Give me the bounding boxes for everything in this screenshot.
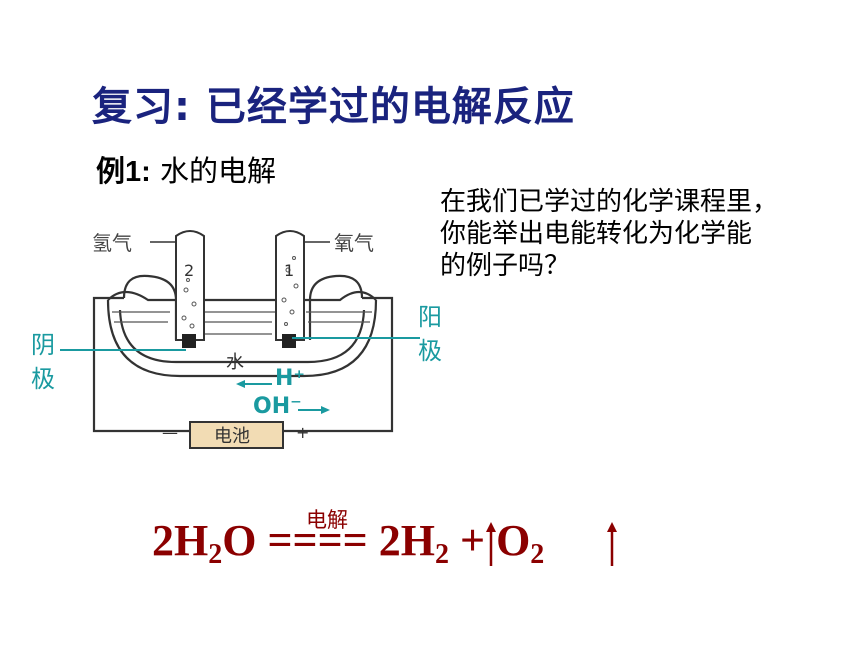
ion-h-label: H⁺ xyxy=(275,366,306,391)
vessel-outer xyxy=(106,299,378,378)
electrolysis-diagram: 氢气 氧气 2 1 水 电池 — + xyxy=(60,230,420,449)
tube-number-right: 1 xyxy=(284,261,294,280)
question-line: 你能举出电能转化为化学能 xyxy=(440,219,753,249)
example-prefix: 例1: xyxy=(96,156,151,188)
anode-char: 极 xyxy=(418,337,442,365)
ion-arrow-left xyxy=(236,380,245,388)
product2: + O xyxy=(449,516,531,565)
anode-char: 阳 xyxy=(418,303,442,331)
reactant-subscript: 2 xyxy=(208,539,223,570)
electrode-left xyxy=(182,334,196,348)
reactant-coeff: 2H xyxy=(152,516,209,565)
question-text: 在我们已学过的化学课程里， 你能举出电能转化为化学能 的例子吗？ xyxy=(440,186,860,282)
electrode-wire-left xyxy=(122,274,178,340)
product1-subscript: 2 xyxy=(435,539,449,570)
ion-oh-label: OH⁻ xyxy=(253,394,302,419)
product2-subscript: 2 xyxy=(530,539,545,570)
gas-label-right: 氧气 xyxy=(334,231,374,255)
cathode-char: 阴 xyxy=(31,331,55,359)
equation-sign: ==== xyxy=(267,516,368,565)
equation-condition: 电解 xyxy=(306,508,348,532)
circuit-wire-right xyxy=(283,296,394,433)
question-line: 的例子吗？ xyxy=(440,251,571,281)
water-label: 水 xyxy=(226,352,244,373)
ion-arrow-right xyxy=(321,406,330,414)
cathode-label: 阴 极 xyxy=(30,328,56,396)
slide-title: 复习: 已经学过的电解反应 xyxy=(92,84,575,130)
anode-label: 阳 极 xyxy=(417,300,443,368)
example-text: 水的电解 xyxy=(160,154,277,188)
reactant-tail: O xyxy=(222,516,268,565)
example-heading: 例1: 水的电解 xyxy=(96,148,276,190)
cathode-char: 极 xyxy=(31,365,55,393)
electrode-wire-right xyxy=(308,274,364,340)
tube-number-left: 2 xyxy=(184,261,194,280)
question-line: 在我们已学过的化学课程里， xyxy=(440,187,779,217)
gas-arrow-up-icon xyxy=(486,522,496,566)
test-tube-left xyxy=(175,230,205,341)
chemical-equation: 2H2O ==== 2H2 + O2 xyxy=(152,515,544,571)
battery xyxy=(189,421,284,449)
battery-plus: + xyxy=(296,423,309,442)
battery-label: 电池 xyxy=(214,426,250,447)
test-tube-right xyxy=(275,230,305,341)
gas-label-left: 氢气 xyxy=(92,231,132,255)
product1: 2H xyxy=(367,516,435,565)
gas-arrow-up-icon xyxy=(607,522,617,566)
vessel-rim xyxy=(107,290,377,302)
electrode-right xyxy=(282,334,296,348)
battery-minus: — xyxy=(162,423,178,442)
